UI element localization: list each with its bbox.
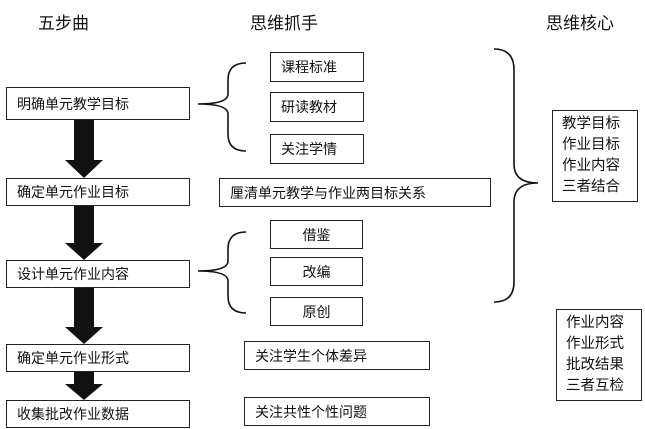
tool-student-situation: 关注学情 xyxy=(270,134,364,164)
tool-label: 原创 xyxy=(302,304,331,321)
tool-target-relation: 厘清单元教学与作业两目标关系 xyxy=(219,178,491,207)
tool-label: 关注学生个体差异 xyxy=(255,348,367,365)
tool-study-textbook: 研读教材 xyxy=(270,92,364,122)
core-line: 作业内容 xyxy=(562,158,620,174)
tool-label: 关注共性个性问题 xyxy=(255,404,367,421)
core-line: 三者结合 xyxy=(562,179,620,195)
step-3-box: 设计单元作业内容 xyxy=(6,260,190,288)
header-tools: 思维抓手 xyxy=(250,14,318,34)
down-arrow-2 xyxy=(65,206,103,260)
tool-curriculum-standard: 课程标准 xyxy=(270,52,364,82)
core-line: 教学目标 xyxy=(562,116,620,132)
step-3-label: 设计单元作业内容 xyxy=(17,267,129,283)
tool-label: 关注学情 xyxy=(281,142,337,158)
step-1-label: 明确单元教学目标 xyxy=(17,96,129,113)
core-line: 三者互检 xyxy=(566,378,624,394)
core-box-combine: 教学目标 作业目标 作业内容 三者结合 xyxy=(552,110,638,202)
core-line: 批改结果 xyxy=(566,357,624,373)
step-2-box: 确定单元作业目标 xyxy=(6,178,190,206)
step-1-box: 明确单元教学目标 xyxy=(6,87,190,120)
header-steps: 五步曲 xyxy=(38,14,89,34)
step-4-label: 确定单元作业形式 xyxy=(17,351,129,367)
tool-label: 课程标准 xyxy=(281,60,337,76)
left-brace-1 xyxy=(197,62,247,152)
step-5-box: 收集批改作业数据 xyxy=(6,400,190,428)
core-box-cross-check: 作业内容 作业形式 批改结果 三者互检 xyxy=(556,309,642,401)
header-core: 思维核心 xyxy=(546,14,614,34)
down-arrow-3 xyxy=(65,288,103,344)
down-arrow-1 xyxy=(65,120,103,178)
tool-label: 研读教材 xyxy=(281,100,337,116)
step-4-box: 确定单元作业形式 xyxy=(6,344,190,372)
down-arrow-4 xyxy=(65,372,103,400)
tool-original: 原创 xyxy=(270,297,363,326)
core-line: 作业目标 xyxy=(562,137,620,153)
tool-label: 改编 xyxy=(302,264,331,281)
tool-label: 厘清单元教学与作业两目标关系 xyxy=(230,185,426,202)
step-2-label: 确定单元作业目标 xyxy=(17,185,129,201)
tool-adapt: 改编 xyxy=(270,257,363,286)
right-brace xyxy=(493,48,539,303)
core-line: 作业内容 xyxy=(566,315,624,331)
tool-label: 借鉴 xyxy=(302,227,331,244)
tool-common-issues: 关注共性个性问题 xyxy=(244,397,430,426)
left-brace-2 xyxy=(197,231,247,314)
step-5-label: 收集批改作业数据 xyxy=(17,407,129,423)
tool-individual-difference: 关注学生个体差异 xyxy=(244,341,430,370)
core-line: 作业形式 xyxy=(566,336,624,352)
tool-borrow: 借鉴 xyxy=(270,220,363,249)
